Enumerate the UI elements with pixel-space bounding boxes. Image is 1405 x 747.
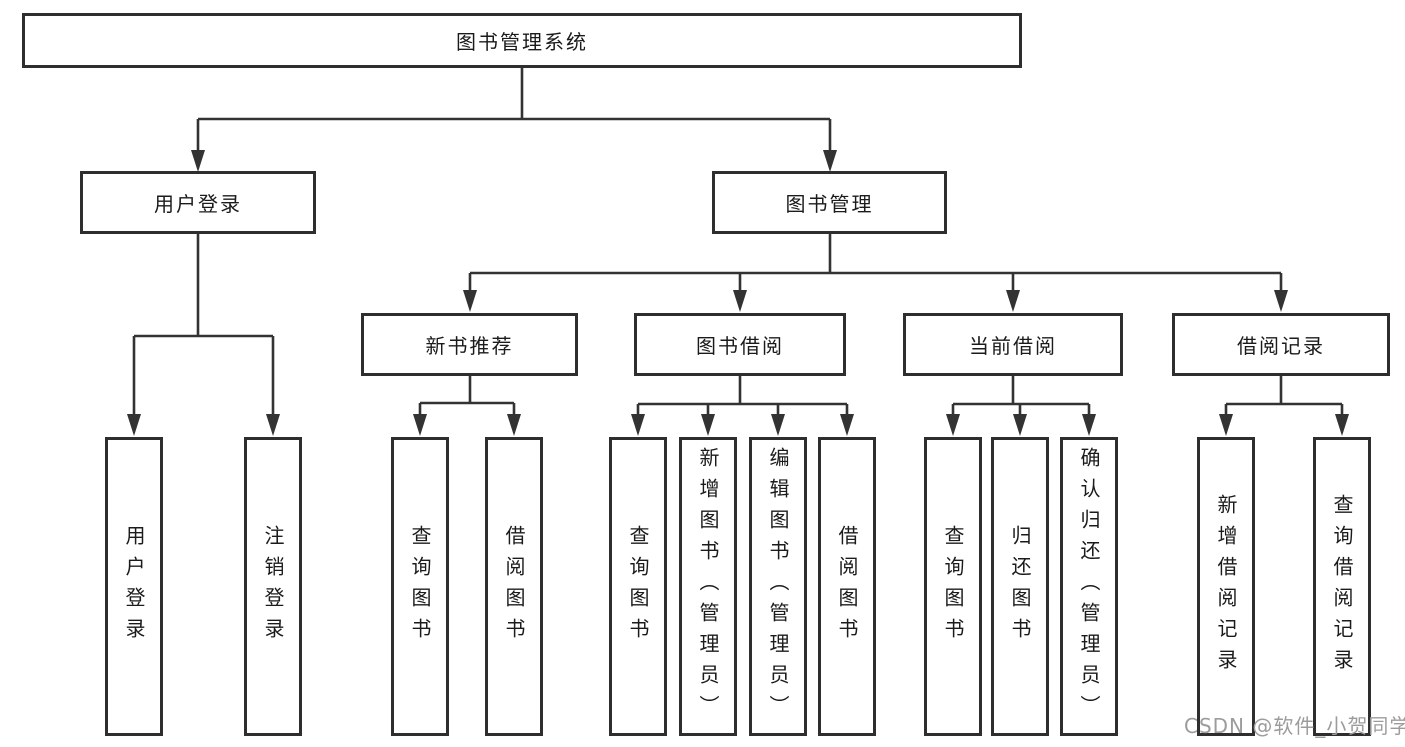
arrowhead [1219, 414, 1233, 436]
node-label: 当前借阅 [969, 334, 1057, 358]
leaf-confirm-return-admin: 确认归还（管理员） [1060, 437, 1118, 736]
node-borrowing-records: 借阅记录 [1172, 313, 1390, 376]
node-label: 查询图书 [626, 524, 650, 649]
leaf-user-login: 用户登录 [105, 437, 163, 736]
node-label: 用户登录 [154, 192, 242, 216]
leaf-return-books: 归还图书 [991, 437, 1049, 736]
node-label: 查询图书 [408, 524, 432, 649]
node-label: 借阅图书 [502, 524, 526, 649]
node-new-book-recommendation: 新书推荐 [361, 313, 578, 376]
arrowhead [1082, 414, 1096, 436]
arrowhead [1006, 290, 1020, 312]
leaf-query-borrow-record: 查询借阅记录 [1313, 437, 1371, 736]
arrowhead [1335, 414, 1349, 436]
leaf-add-books-admin: 新增图书（管理员） [679, 437, 737, 736]
leaf-query-books-borrowing: 查询图书 [609, 437, 667, 736]
node-label: 图书借阅 [696, 334, 784, 358]
node-root-library-management-system: 图书管理系统 [22, 13, 1022, 68]
node-label: 借阅图书 [835, 524, 859, 649]
node-label: 借阅记录 [1237, 334, 1325, 358]
connector-book-management-to-level3 [463, 234, 1288, 312]
arrowhead [631, 414, 645, 436]
node-label: 用户登录 [122, 524, 146, 649]
arrowhead [840, 414, 854, 436]
connector-new-book-recommendation-to-leaves [413, 376, 521, 436]
arrowhead [1274, 290, 1288, 312]
node-book-borrowing: 图书借阅 [634, 313, 846, 376]
arrowhead [413, 414, 427, 436]
connector-user-login-to-leaves [127, 234, 280, 436]
arrowhead [266, 414, 280, 436]
leaf-add-borrow-record: 新增借阅记录 [1197, 437, 1255, 736]
connector-book-borrowing-to-leaves [631, 376, 854, 436]
node-book-management: 图书管理 [712, 171, 947, 234]
node-label: 查询借阅记录 [1330, 493, 1354, 680]
arrowhead [701, 414, 715, 436]
connector-root-to-level2 [191, 68, 837, 172]
connector-borrowing-records-to-leaves [1219, 376, 1349, 436]
arrowhead [823, 150, 837, 172]
arrowhead [191, 150, 205, 172]
leaf-edit-books-admin: 编辑图书（管理员） [749, 437, 807, 736]
node-label: 编辑图书（管理员） [766, 447, 790, 726]
arrowhead [1013, 414, 1027, 436]
arrowhead [733, 290, 747, 312]
node-label: 注销登录 [261, 524, 285, 649]
node-label: 新增图书（管理员） [696, 447, 720, 726]
node-current-borrowing: 当前借阅 [903, 313, 1123, 376]
arrowhead [771, 414, 785, 436]
arrowhead [463, 290, 477, 312]
leaf-query-books-current: 查询图书 [924, 437, 982, 736]
leaf-borrow-books-recommend: 借阅图书 [485, 437, 543, 736]
node-label: 新书推荐 [425, 334, 514, 358]
leaf-query-books-recommend: 查询图书 [391, 437, 449, 736]
csdn-watermark: CSDN @软件_小贺同学 [1184, 714, 1405, 738]
arrowhead [507, 414, 521, 436]
arrowhead [127, 414, 141, 436]
node-label: 确认归还（管理员） [1077, 447, 1101, 726]
node-label: 图书管理 [785, 192, 874, 216]
connector-current-borrowing-to-leaves [946, 376, 1096, 436]
arrowhead [946, 414, 960, 436]
leaf-logout: 注销登录 [244, 437, 302, 736]
leaf-borrow-books-borrowing: 借阅图书 [818, 437, 876, 736]
node-label: 新增借阅记录 [1214, 493, 1238, 680]
node-label: 图书管理系统 [456, 30, 588, 54]
node-user-login: 用户登录 [80, 171, 316, 234]
node-label: 归还图书 [1008, 524, 1032, 649]
node-label: 查询图书 [941, 524, 965, 649]
